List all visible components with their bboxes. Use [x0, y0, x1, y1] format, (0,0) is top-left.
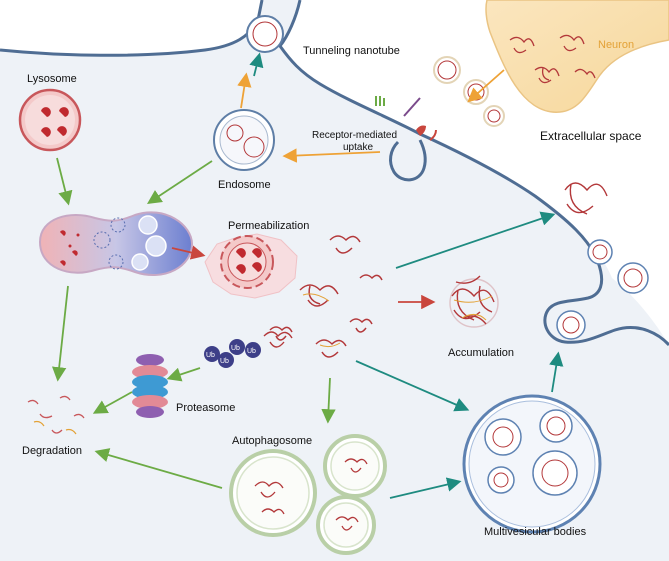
arrow-secretion: [395, 211, 556, 269]
ubiquitin-icon: [204, 339, 261, 368]
proteasome-icon: [132, 354, 168, 418]
arrow-fusion-degradation: [52, 285, 69, 382]
cell-membrane: [0, 0, 264, 57]
neuron-label: Neuron: [598, 39, 634, 51]
autophagosome-fibrils: [254, 458, 368, 531]
endosome-label: Endosome: [218, 179, 271, 191]
arrow-lysosome-fusion: [56, 157, 73, 206]
fusion-body: [38, 211, 194, 277]
arrow-mvb: [355, 360, 470, 412]
free-fibrils: [269, 235, 383, 358]
permeabilization-label: Permeabilization: [228, 220, 309, 232]
endocytic-pit: [389, 139, 427, 182]
degradation-fragments: [27, 395, 85, 434]
pathway-arrows: [52, 52, 564, 499]
degradation-fragments-orange: [33, 420, 77, 435]
mvb-label: Multivesicular bodies: [484, 526, 587, 538]
arrow-mvb-exocytosis: [549, 351, 564, 393]
proteasome-label: Proteasome: [176, 402, 235, 414]
arrow-autophagosome-mvb: [389, 477, 462, 499]
free-fibrils-orange: [302, 293, 341, 348]
arrow-endosome-fusion: [146, 160, 213, 204]
secreted-cluster: [564, 182, 608, 215]
cell-membrane-right: [278, 0, 669, 347]
receptor-mediated-label: Receptor-mediated: [312, 130, 397, 141]
autophagosome-icon: [229, 434, 387, 555]
ub-label-3: Ub: [231, 345, 240, 352]
arrow-autophagosome-degradation: [94, 448, 223, 489]
neuron-icon: [485, 0, 669, 113]
endosome-icon: [213, 109, 275, 171]
lysosome-icon: [18, 88, 82, 152]
tunneling-nanotube: [246, 15, 284, 53]
ub-label-1: Ub: [206, 352, 215, 359]
uptake-label: uptake: [343, 142, 373, 153]
degradation-label: Degradation: [22, 445, 82, 457]
extracellular-space-label: Extracellular space: [540, 129, 642, 143]
arrow-neuron-release: [467, 69, 505, 103]
receptor-icon: [375, 96, 437, 141]
ub-fibril: [263, 331, 293, 348]
ub-label-4: Ub: [247, 348, 256, 355]
accumulation-label: Accumulation: [448, 347, 514, 359]
tunneling-nanotube-label: Tunneling nanotube: [303, 45, 400, 57]
arrow-ub-proteasome: [166, 367, 201, 382]
mvb-icon: [462, 394, 602, 534]
extracellular-vesicles: [433, 56, 505, 127]
permeabilization-lysosome: [204, 233, 298, 299]
fibril-icon: [509, 34, 596, 84]
accumulation-cluster: [449, 275, 499, 328]
arrow-proteasome-degradation: [92, 391, 133, 414]
arrow-nanotube-in: [237, 72, 252, 109]
exosome-vesicles: [556, 239, 649, 340]
arrow-uptake: [282, 148, 381, 163]
mvb-fibrils: [492, 416, 569, 488]
accumulation-orange: [453, 295, 493, 321]
lysosome-label: Lysosome: [27, 73, 77, 85]
arrow-fusion-permeabilization: [171, 245, 206, 260]
arrow-nanotube-out: [249, 52, 264, 77]
autophagosome-label: Autophagosome: [232, 435, 312, 447]
ub-label-2: Ub: [220, 358, 229, 365]
arrow-autophagy: [321, 377, 336, 424]
